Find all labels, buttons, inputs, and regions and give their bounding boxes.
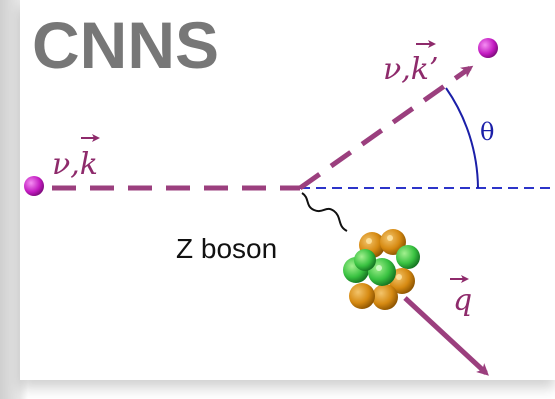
recoil-vector — [403, 296, 489, 376]
neutron — [354, 249, 376, 271]
diagram-title: CNNS — [32, 8, 220, 82]
nucleus-mark — [340, 288, 349, 291]
proton — [349, 283, 375, 309]
z-boson-label: Z boson — [176, 233, 277, 264]
proton — [372, 284, 398, 310]
neutron-highlight — [376, 265, 382, 271]
outgoing-neutrino-dot — [478, 38, 498, 58]
incoming-neutrino-dot — [24, 176, 44, 196]
proton — [380, 229, 406, 255]
proton-highlight — [396, 274, 402, 280]
angle-arc — [445, 87, 479, 189]
outgoing-neutrino-label: ν,k’ — [383, 52, 439, 87]
proton-highlight — [387, 235, 393, 241]
recoil-label: q — [453, 283, 472, 318]
theta-label: θ — [480, 118, 494, 146]
z-boson-wave — [301, 192, 348, 232]
neutron — [396, 245, 420, 269]
neutron — [368, 258, 396, 286]
incoming-neutrino-label: ν,k — [52, 147, 98, 182]
proton-highlight — [366, 238, 372, 244]
nucleus-mark — [340, 294, 349, 297]
nucleus — [340, 229, 420, 310]
outgoing-neutrino-line — [298, 65, 474, 191]
